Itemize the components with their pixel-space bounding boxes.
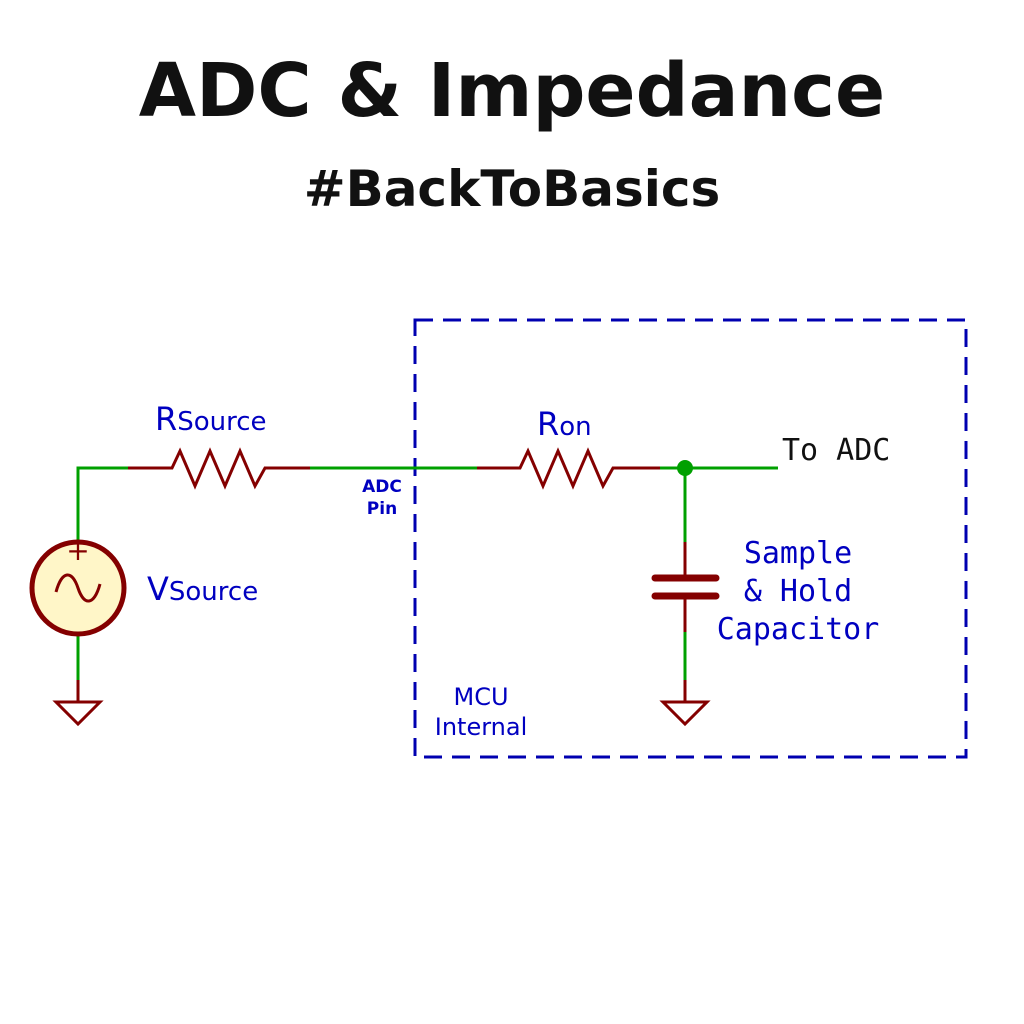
capacitor-label-line1: Sample bbox=[744, 536, 852, 571]
vsource-label: VSource bbox=[147, 570, 258, 608]
mcu-internal-boundary bbox=[413, 318, 968, 759]
resistor-icon-rsource bbox=[128, 447, 310, 490]
plus-sign: + bbox=[66, 534, 89, 567]
page-subtitle: #BackToBasics bbox=[303, 160, 721, 218]
mcu-label-line1: MCU bbox=[453, 683, 508, 711]
mcu-label-line2: Internal bbox=[435, 713, 528, 741]
capacitor-label-line2: & Hold bbox=[744, 574, 852, 609]
resistor-icon-ron bbox=[477, 447, 660, 490]
adc-pin-label-line1: ADC bbox=[362, 477, 402, 497]
capacitor-label-line3: Capacitor bbox=[717, 612, 880, 647]
ron-label: Ron bbox=[537, 405, 592, 443]
wire-source-top bbox=[76, 466, 128, 540]
adc-pin-label-line2: Pin bbox=[367, 499, 397, 519]
ground-icon-source bbox=[52, 680, 104, 727]
ac-voltage-source-icon bbox=[29, 539, 127, 637]
to-adc-label: To ADC bbox=[782, 433, 890, 468]
capacitor-icon bbox=[651, 542, 720, 632]
junction-dot bbox=[677, 460, 693, 476]
ground-icon-cap bbox=[659, 680, 711, 727]
rsource-label: RSource bbox=[155, 400, 267, 438]
wires bbox=[76, 466, 778, 680]
page-title: ADC & Impedance bbox=[138, 48, 886, 134]
